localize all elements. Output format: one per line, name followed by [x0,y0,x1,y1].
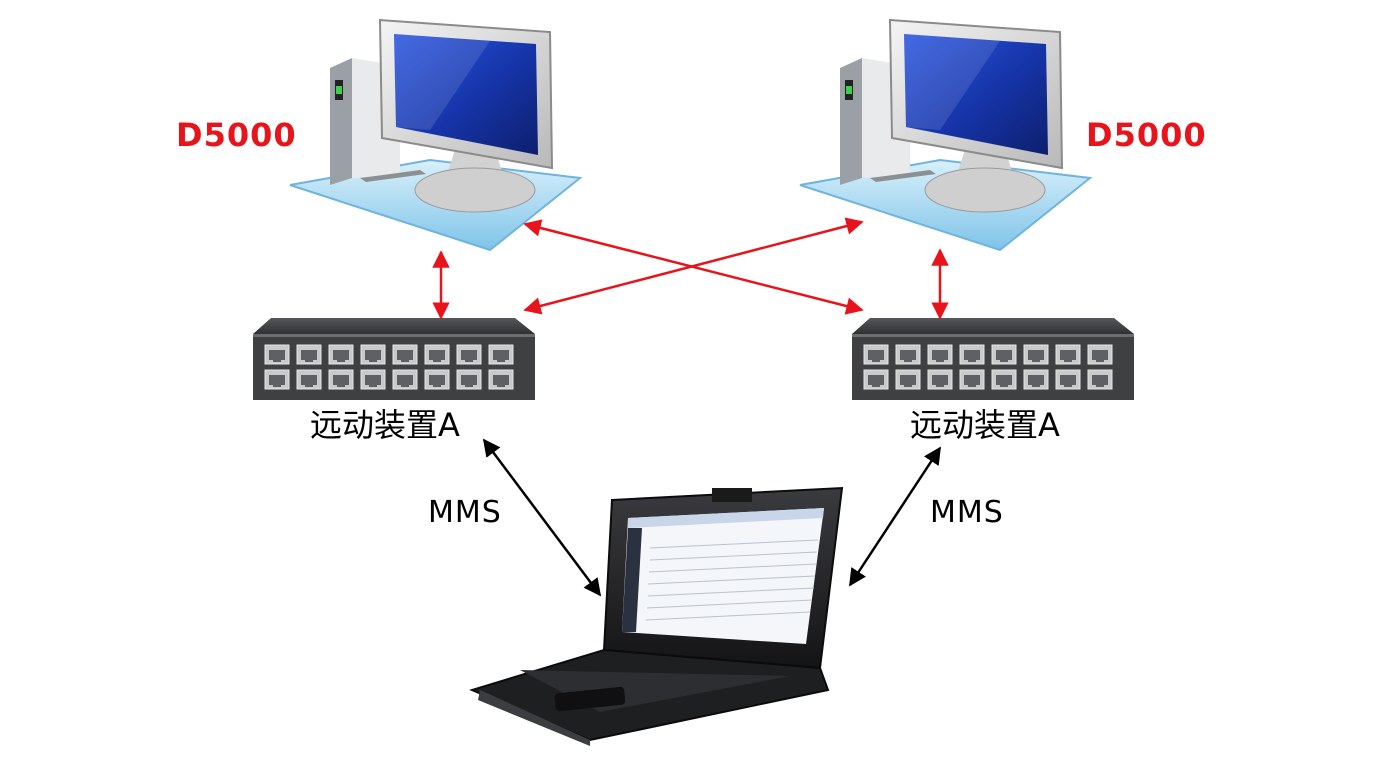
switch-left-label: 远动装置A [310,406,460,444]
arrow-switch-right-to-laptop [848,446,942,587]
pc-left-label: D5000 [176,116,297,154]
arrow-switch-left-to-laptop [482,438,602,597]
rugged-laptop-icon [469,486,844,746]
switch-right-label: 远动装置A [910,406,1060,444]
red-links [432,217,949,320]
network-switch-right-icon [852,318,1134,400]
network-switch-left-icon [253,318,535,400]
desktop-computer-left-icon [289,19,581,251]
mms-left-label: MMS [428,495,502,530]
mms-right-label: MMS [930,495,1004,530]
desktop-computer-right-icon [799,19,1091,251]
pc-right-label: D5000 [1086,116,1207,154]
mms-links [482,438,942,597]
arrow-pc-right-to-switch-left [523,217,864,315]
